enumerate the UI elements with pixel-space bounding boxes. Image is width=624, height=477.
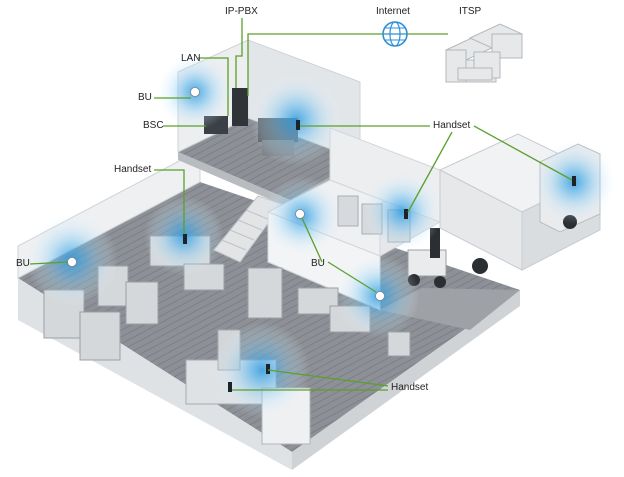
connector-lines <box>29 18 573 391</box>
forklift <box>407 228 447 288</box>
label-bsc: BSC <box>143 120 164 131</box>
label-bu-left: BU <box>16 258 30 269</box>
handsets <box>183 120 576 392</box>
label-handset-bottom: Handset <box>391 382 429 393</box>
label-handset-left: Handset <box>114 164 152 175</box>
itsp-servers <box>444 23 524 83</box>
globe-icon <box>382 21 408 47</box>
base-units <box>67 87 385 301</box>
label-itsp: ITSP <box>459 6 482 17</box>
label-handset-top: Handset <box>433 120 471 131</box>
label-bu-top: BU <box>138 92 152 103</box>
label-ip-pbx: IP-PBX <box>225 6 258 17</box>
label-bu-center: BU <box>311 258 325 269</box>
label-internet: Internet <box>376 6 410 17</box>
label-lan: LAN <box>181 53 201 64</box>
